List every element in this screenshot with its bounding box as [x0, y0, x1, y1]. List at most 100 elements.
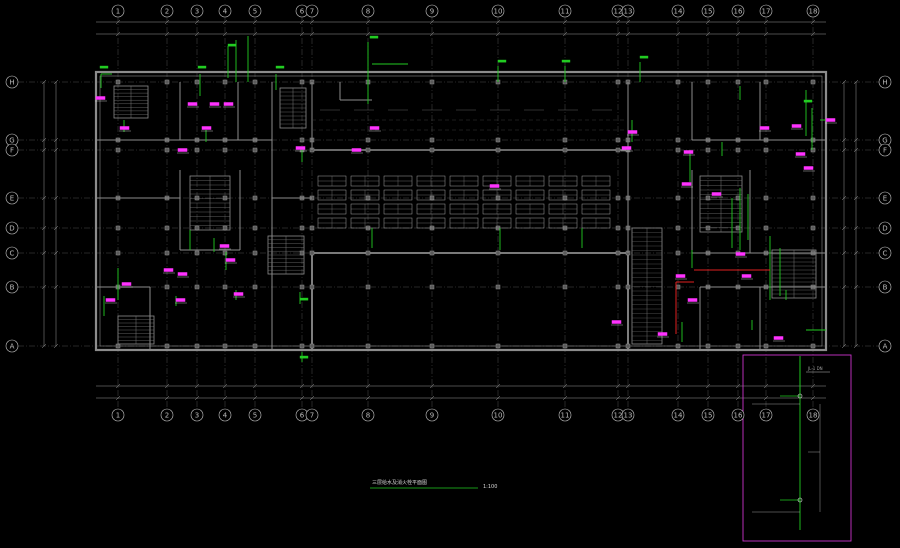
column [222, 225, 228, 231]
axis-bubble-right-label: E [883, 194, 887, 202]
axis-bubble-right [878, 339, 892, 353]
axis-bubble-left-label: H [9, 78, 14, 86]
dimension-tick [299, 383, 305, 389]
column [309, 250, 315, 256]
dimension-tick [252, 395, 258, 401]
column [309, 343, 315, 349]
dimension-tick [194, 19, 200, 25]
axis-bubble-right-label: C [883, 249, 888, 257]
column [429, 250, 435, 256]
column [299, 250, 305, 256]
column [705, 195, 711, 201]
fixture-tag [95, 96, 106, 100]
riser-valve [797, 393, 803, 399]
column [429, 343, 435, 349]
fixture-tag [795, 152, 806, 156]
dimension-tick [299, 395, 305, 401]
pipe-label [803, 99, 813, 103]
dimension-tick [841, 225, 847, 231]
column [615, 195, 621, 201]
column [299, 225, 305, 231]
axis-bubble-bottom-label: 9 [430, 411, 434, 419]
dimension-tick [309, 383, 315, 389]
axis-bubble-top [190, 4, 204, 18]
column [309, 284, 315, 290]
fixture-tag [735, 252, 746, 256]
fixture-tag [675, 274, 686, 278]
axis-bubble-top-label: 16 [734, 7, 743, 15]
column [625, 343, 631, 349]
axis-bubble-top-label: 6 [300, 7, 305, 15]
column [615, 250, 621, 256]
dimension-tick [853, 250, 859, 256]
column [705, 225, 711, 231]
column [194, 343, 200, 349]
fixture-tag [163, 268, 174, 272]
pipe-label [299, 297, 309, 301]
dimension-tick [735, 395, 741, 401]
fixture-tag [803, 166, 814, 170]
axis-bubble-bottom-label: 15 [704, 411, 713, 419]
dimension-tick [115, 31, 121, 37]
dimension-tick [562, 395, 568, 401]
fixture-tag [175, 298, 186, 302]
fixture-tag [759, 126, 770, 130]
column [810, 343, 816, 349]
axis-bubble-bottom-label: 7 [310, 411, 314, 419]
dimension-tick [309, 19, 315, 25]
column [495, 195, 501, 201]
riser-detail-frame [742, 354, 852, 542]
fixture-tag [119, 126, 130, 130]
column [194, 250, 200, 256]
dimension-tick [365, 31, 371, 37]
fixture-tags [95, 35, 837, 359]
axis-bubble-top [806, 4, 820, 18]
axis-bubble-left [5, 191, 19, 205]
fixture-tag [683, 150, 694, 154]
column [735, 225, 741, 231]
fixture-tag [105, 298, 116, 302]
column [705, 79, 711, 85]
column [365, 343, 371, 349]
column [365, 137, 371, 143]
column [675, 284, 681, 290]
dimension-tick [41, 147, 47, 153]
dimension-tick [853, 195, 859, 201]
axis-bubble-top-label: 5 [253, 7, 257, 15]
dimension-tick [115, 19, 121, 25]
dimension-tick [365, 395, 371, 401]
dimension-tick [735, 383, 741, 389]
dimension-tick [841, 250, 847, 256]
dimension-tick [53, 250, 59, 256]
pipe-label [497, 59, 507, 63]
axis-bubble-bottom-label: 18 [809, 411, 818, 419]
fixture-tag [351, 148, 362, 152]
dimension-tick [735, 31, 741, 37]
dimension-tick [194, 395, 200, 401]
column [429, 79, 435, 85]
column [222, 343, 228, 349]
plan-title: 三层给水及消火栓平面图 [372, 479, 427, 486]
axis-bubble-top-label: 13 [624, 7, 633, 15]
axis-bubble-top [425, 4, 439, 18]
building-walls [94, 70, 828, 352]
axis-bubble-left-label: A [10, 342, 15, 350]
fixture-tag [657, 332, 668, 336]
axis-bubble-bottom [701, 408, 715, 422]
dimension-tick [705, 19, 711, 25]
axis-bubble-left [5, 221, 19, 235]
column [429, 284, 435, 290]
dimension-tick [365, 19, 371, 25]
dimension-tick [810, 19, 816, 25]
fixture-tag [791, 124, 802, 128]
column [675, 147, 681, 153]
dimension-tick [41, 225, 47, 231]
dimension-tick [429, 383, 435, 389]
axis-bubble-bottom-label: 4 [223, 411, 228, 419]
dimension-tick [625, 383, 631, 389]
dimension-tick [41, 250, 47, 256]
fixture-tag [295, 146, 306, 150]
column [252, 79, 258, 85]
dimension-tick [41, 284, 47, 290]
